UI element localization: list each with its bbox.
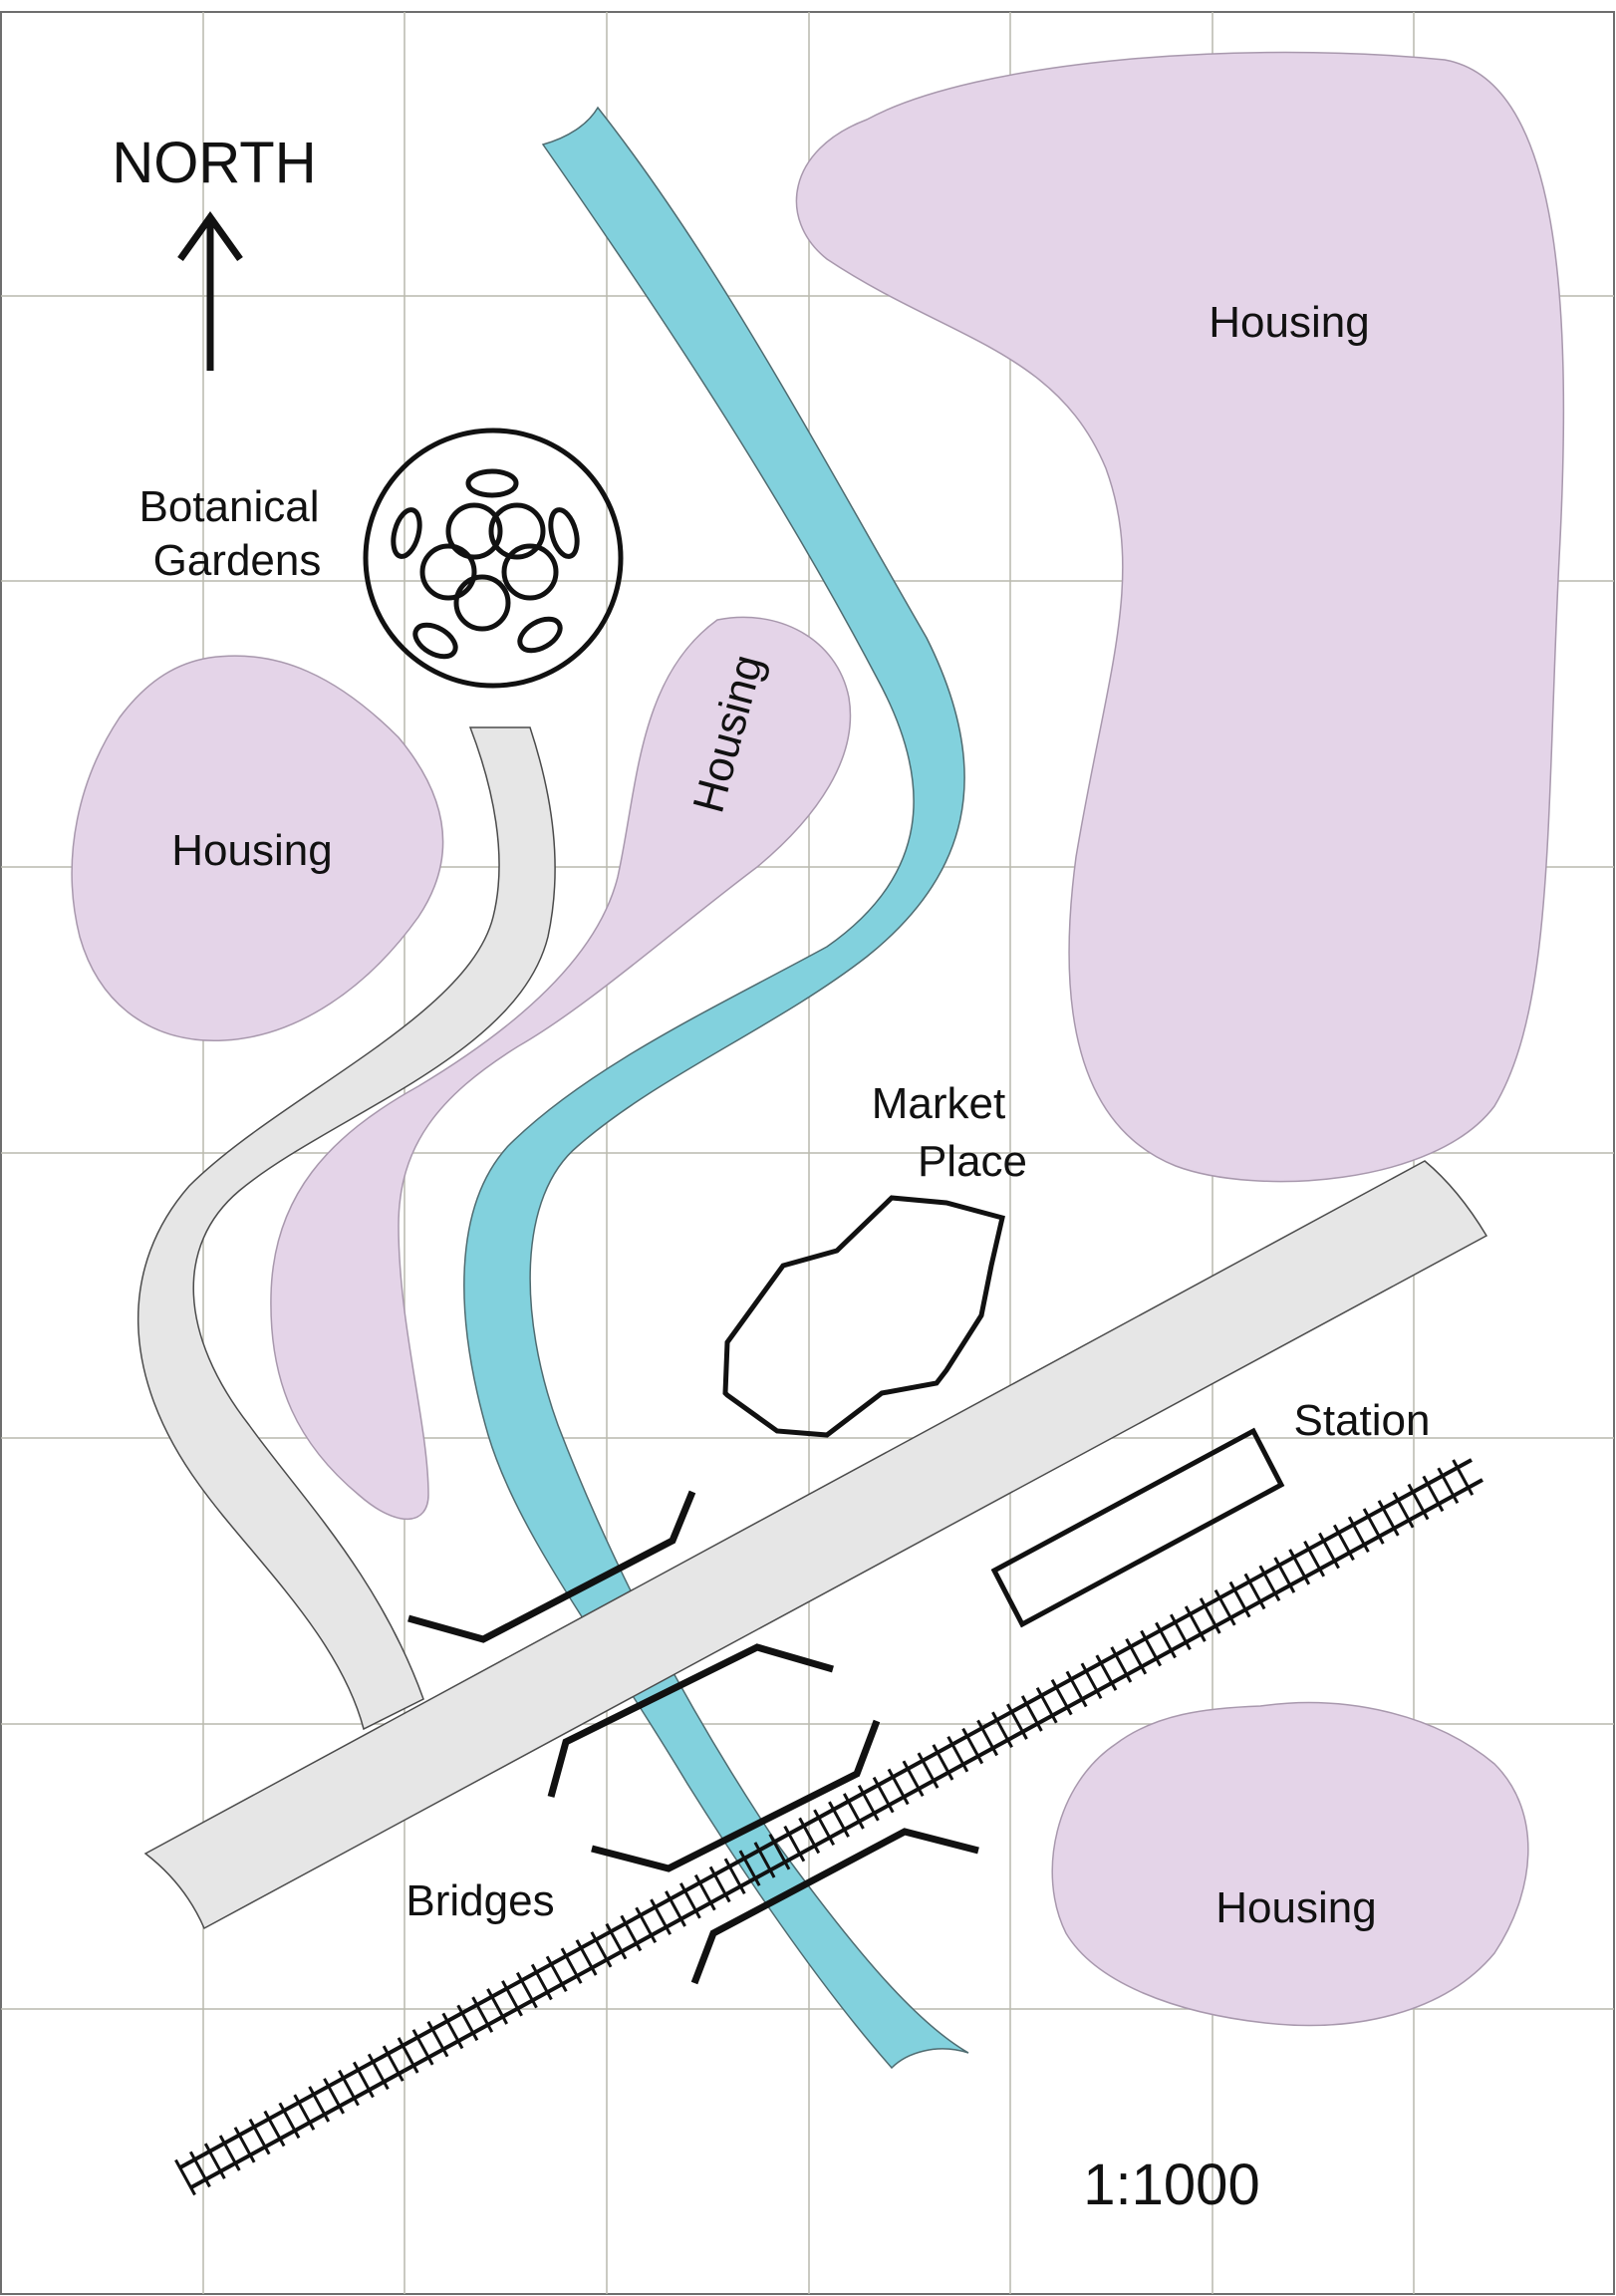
railway-tie	[174, 2158, 196, 2196]
bridges	[407, 1490, 979, 1985]
botanical-gardens-label: Gardens	[153, 536, 322, 585]
botanical-gardens-label: Botanical	[138, 482, 319, 531]
housing-label-se: Housing	[1215, 1883, 1376, 1932]
housing-area-se	[1051, 1701, 1529, 2027]
bridge-icon	[690, 1828, 979, 1985]
side-road	[136, 726, 556, 1731]
north-label: NORTH	[112, 131, 316, 195]
roads	[136, 726, 1488, 1930]
housing-label-ne: Housing	[1209, 298, 1369, 347]
market-place-label: Place	[918, 1137, 1027, 1186]
station-label: Station	[1294, 1396, 1431, 1445]
housing-area-ne	[795, 51, 1565, 1183]
north-arrow-icon	[177, 210, 243, 371]
railway-track-icon	[174, 1458, 1483, 2196]
main-road	[143, 1160, 1488, 1930]
market-place-grid-icon	[722, 1195, 1005, 1438]
railway-rail	[179, 1458, 1473, 2169]
river	[463, 106, 969, 2070]
housing-area-center	[270, 616, 852, 1521]
housing-areas	[71, 51, 1565, 2027]
bridge-icon	[547, 1643, 834, 1798]
market-place-label: Market	[872, 1079, 1005, 1128]
botanical-gardens-icon	[363, 428, 624, 689]
scale-label: 1:1000	[1083, 2152, 1259, 2217]
bridges-label: Bridges	[405, 1876, 554, 1925]
housing-label-nw: Housing	[171, 826, 332, 875]
bridge-icon	[591, 1719, 881, 1872]
housing-area-nw	[71, 655, 444, 1041]
station-icon	[990, 1427, 1285, 1628]
bridge-icon	[407, 1490, 696, 1643]
railway-rail	[190, 1478, 1483, 2189]
